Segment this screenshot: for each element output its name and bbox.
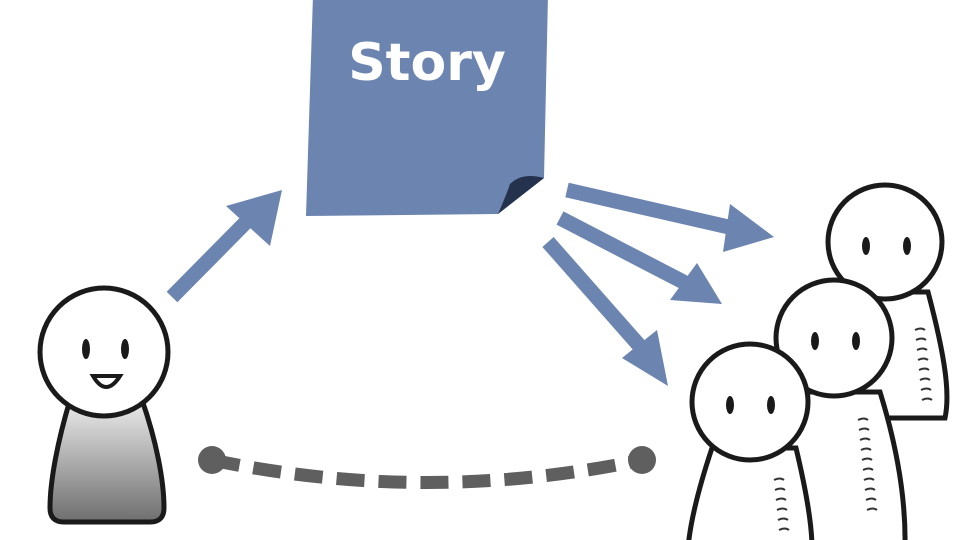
audience-figure-front [686,341,815,540]
story-document: Story [306,0,548,216]
author-eyes-icon [82,339,129,359]
arrow-story-to-audience-middle [556,211,722,304]
story-label: Story [348,33,506,93]
audience-front-eyes-icon [726,396,775,414]
audience-figure-middle [773,277,908,540]
author-smile-icon [89,374,124,389]
arrow-story-to-audience-top [565,182,774,252]
audience-back-eyes-icon [862,237,911,255]
audience-middle-eyes-icon [811,332,860,350]
dashed-connector [198,446,656,489]
author-figure [37,285,171,525]
arrow-author-to-story [166,190,282,303]
arrow-story-to-audience-bottom [542,237,668,386]
